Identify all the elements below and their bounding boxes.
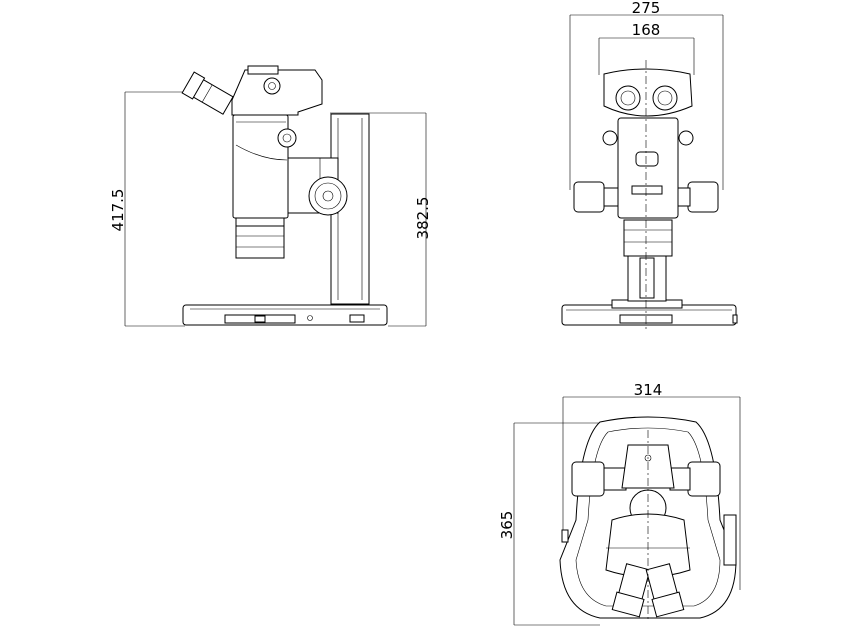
top-view: 314 365 [498, 381, 741, 626]
side-eyepiece [181, 71, 234, 115]
front-arm [623, 219, 673, 257]
top-side-knob [561, 529, 569, 543]
side-stand-height-label: 382.5 [414, 197, 432, 240]
top-depth-label: 365 [498, 511, 516, 540]
base-foot-pad [349, 314, 365, 323]
head-dial [263, 77, 281, 95]
body-curve [235, 144, 288, 161]
focus-knob [308, 176, 348, 216]
base-screw [307, 315, 313, 321]
eyepiece-ring [201, 84, 213, 103]
front-eyepiece-left [615, 85, 641, 111]
eyepiece-cup [181, 71, 206, 100]
zoom-body [232, 114, 289, 219]
front-inner-width-label: 168 [632, 21, 661, 39]
front-view: 275 168 [561, 0, 738, 330]
focus-knob-center [322, 190, 334, 202]
side-total-height-label: 417.5 [109, 189, 127, 232]
zoom-knob-center [282, 133, 292, 143]
front-zoom-knob-right [678, 130, 694, 146]
top-eyepiece-right-cup [651, 591, 685, 618]
front-pillar-rail [639, 257, 655, 299]
zoom-knob [277, 128, 297, 148]
focus-knob-inner [314, 182, 342, 210]
front-brand-label [631, 185, 663, 195]
top-eyepiece-right [645, 563, 685, 618]
base-slot-knob [254, 315, 266, 323]
objective-lens [235, 225, 285, 259]
top-width-label: 314 [634, 381, 663, 399]
top-focus-knob-right [687, 461, 721, 497]
front-zoom-body [617, 117, 679, 219]
head-dial-center [268, 82, 276, 90]
front-base-side-knob [732, 314, 738, 324]
front-zoom-knob-left [602, 130, 618, 146]
front-logo-plate [635, 151, 659, 167]
front-eyepiece-right-inner [657, 90, 673, 106]
side-view: 417.5 382.5 [109, 65, 432, 327]
top-eyepiece-left [611, 563, 651, 618]
top-eyepiece-left-cup [611, 591, 645, 618]
top-focus-knob-left [571, 461, 605, 497]
top-side-scale [723, 514, 737, 566]
front-eyepiece-left-inner [620, 90, 636, 106]
front-eyepiece-right [652, 85, 678, 111]
top-base-inner-outline [575, 427, 721, 607]
head-top-cap [247, 65, 279, 75]
front-total-width-label: 275 [632, 0, 661, 17]
top-arm-screw [644, 454, 652, 462]
front-focus-knob-left [573, 181, 605, 213]
objective-collar [235, 217, 285, 227]
front-focus-knob-right [687, 181, 719, 213]
